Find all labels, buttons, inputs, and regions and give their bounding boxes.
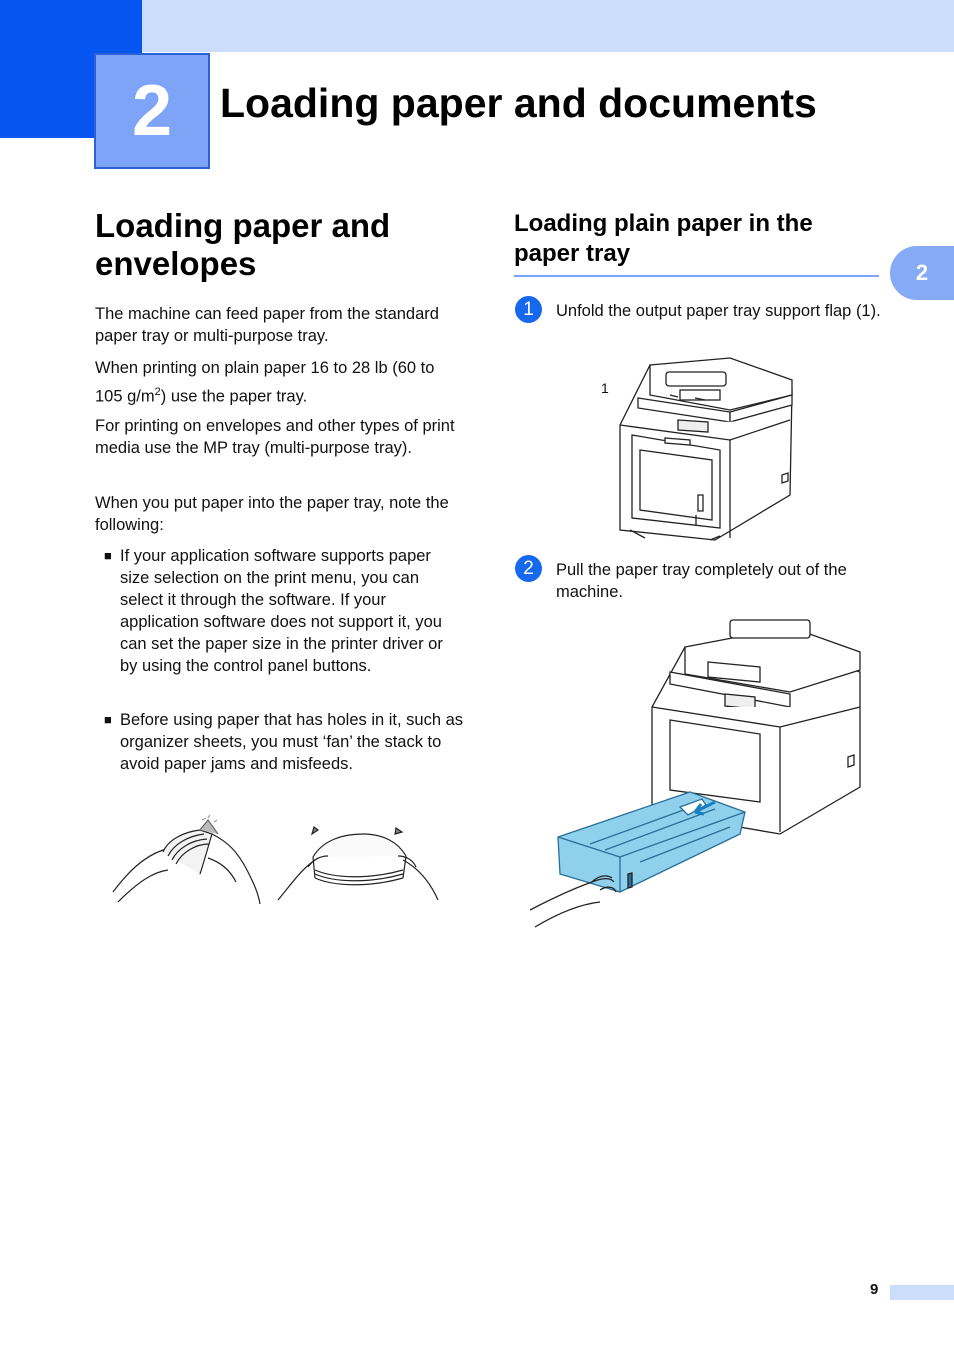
step-1-digit: 1 xyxy=(523,298,534,320)
step-1-text: Unfold the output paper tray support fla… xyxy=(556,302,881,320)
paragraph-plain-paper: When printing on plain paper 16 to 28 lb… xyxy=(95,356,465,409)
header-band xyxy=(0,0,954,52)
list-item: ■ If your application software supports … xyxy=(104,545,464,677)
chapter-title: Loading paper and documents xyxy=(220,80,817,126)
bullet-text: If your application software supports pa… xyxy=(120,547,443,675)
step-2-text: Pull the paper tray completely out of th… xyxy=(556,561,847,601)
side-tab-label: 2 xyxy=(915,260,929,285)
bullet-square-icon: ■ xyxy=(104,712,112,727)
paragraph-envelopes: For printing on envelopes and other type… xyxy=(95,417,455,457)
step-2-digit: 2 xyxy=(523,557,534,579)
fan-paper-illustration xyxy=(112,814,439,905)
step-1-number: 1 xyxy=(515,296,542,323)
bullet-text: Before using paper that has holes in it,… xyxy=(120,711,464,773)
paragraph-feed-sources: The machine can feed paper from the stan… xyxy=(95,305,439,345)
chapter-side-tab: 2 xyxy=(890,246,954,300)
paragraph-note: When you put paper into the paper tray, … xyxy=(95,494,449,534)
p2-superscript: 2 xyxy=(154,386,161,398)
printer-illustration-tray-out xyxy=(529,619,861,928)
step-2-number: 2 xyxy=(515,555,542,582)
p2-text-a: When printing on plain paper 16 to 28 lb… xyxy=(95,359,435,406)
chapter-number: 2 xyxy=(131,71,173,151)
footer-bar xyxy=(890,1285,954,1300)
section-heading-plain-paper-tray: Loading plain paper in the paper tray xyxy=(514,209,879,277)
p2-text-b: ) use the paper tray. xyxy=(160,387,308,406)
callout-label: 1 xyxy=(601,380,609,396)
section-heading-paper-envelopes: Loading paper and envelopes xyxy=(95,207,391,282)
printer-illustration-flap xyxy=(619,357,793,541)
bullet-square-icon: ■ xyxy=(104,548,112,563)
chapter-number-box: 2 xyxy=(94,53,210,169)
list-item: ■ Before using paper that has holes in i… xyxy=(104,709,464,775)
page-number: 9 xyxy=(870,1281,879,1298)
